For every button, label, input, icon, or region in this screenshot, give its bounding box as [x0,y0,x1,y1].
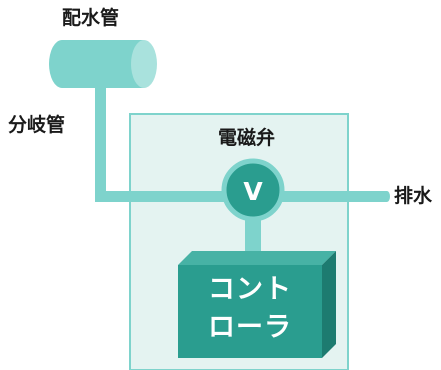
branch-pipe-label: 分岐管 [8,114,66,136]
valve-connector [245,212,261,260]
valve-symbol: V [243,177,263,206]
controller-label-line2: ローラ [208,312,292,343]
main-pipe-label: 配水管 [62,7,120,29]
solenoid-valve-label: 電磁弁 [218,127,276,149]
controller-box [178,251,336,358]
controller-label-line1: コント [208,274,292,305]
drain-label: 排水 [394,185,433,207]
main-pipe [49,40,157,88]
valve-circle [221,158,285,222]
